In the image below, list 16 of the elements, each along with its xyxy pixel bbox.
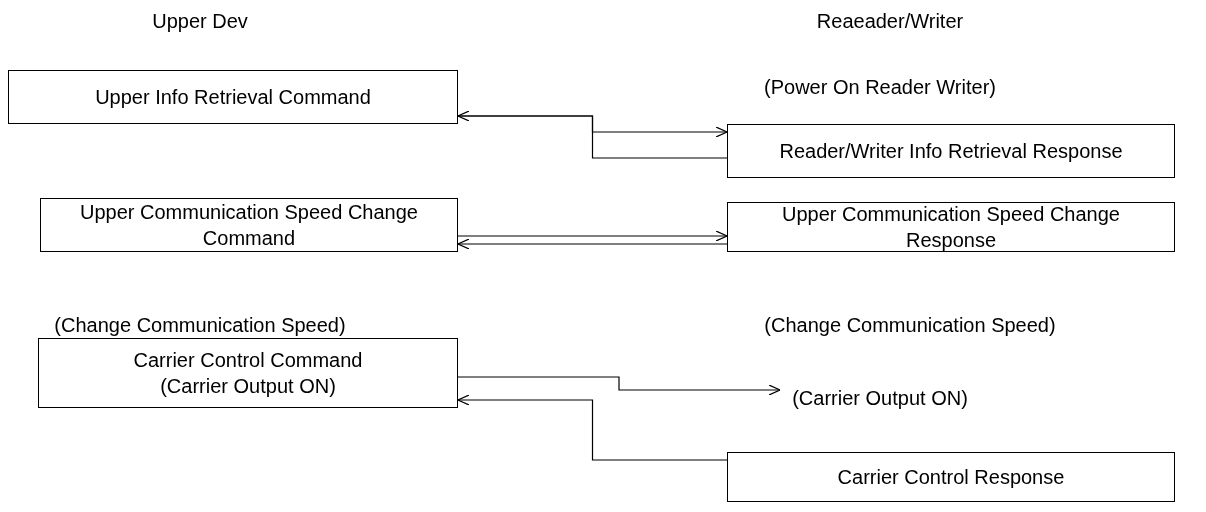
process-box: Upper Communication Speed Change Command [40, 198, 458, 252]
arrow [457, 110, 728, 159]
process-box: Carrier Control Command (Carrier Output ON) [38, 338, 458, 408]
arrow [457, 238, 728, 250]
arrow [457, 394, 728, 461]
column-heading: Reaeader/Writer [815, 9, 965, 34]
column-heading: Upper Dev [151, 9, 249, 34]
arrow [457, 230, 728, 242]
process-box: Carrier Control Response [727, 452, 1175, 502]
step-note: (Change Communication Speed) [53, 313, 347, 338]
process-box: Upper Communication Speed Change Response [727, 202, 1175, 252]
arrow [457, 376, 781, 396]
step-note: (Power On Reader Writer) [763, 75, 997, 100]
process-box: Upper Info Retrieval Command [8, 70, 458, 124]
process-box: Reader/Writer Info Retrieval Response [727, 124, 1175, 178]
step-note: (Change Communication Speed) [763, 313, 1057, 338]
